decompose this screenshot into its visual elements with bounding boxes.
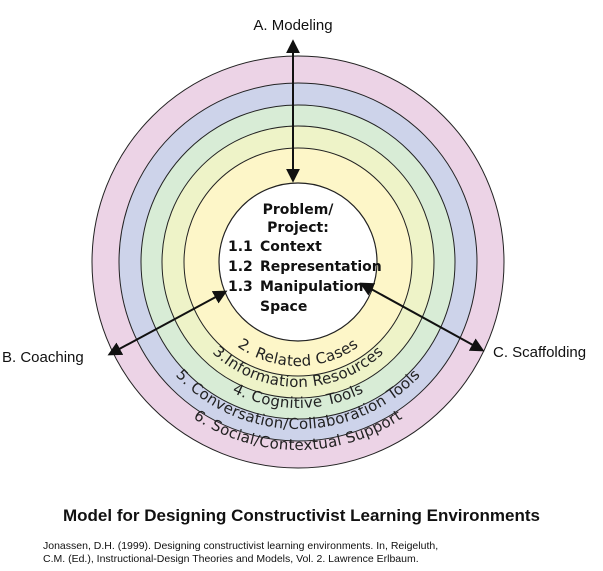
label-coaching: B. Coaching: [2, 349, 84, 366]
center-item-manipulation: Manipulation: [260, 279, 363, 295]
center-line-space: Space: [260, 299, 307, 315]
center-item-num-manipulation: 1.3: [228, 279, 253, 295]
label-scaffolding: C. Scaffolding: [493, 344, 586, 361]
center-item-context: Context: [260, 239, 322, 255]
center-item-representation: Representation: [260, 259, 382, 275]
citation-line-2: C.M. (Ed.), Instructional-Design Theorie…: [43, 553, 419, 565]
center-line-project: Project:: [267, 220, 329, 236]
constructivist-model-diagram: 2. Related Cases 3.Information Resources…: [2, 17, 586, 469]
coaching-arrow: [107, 290, 228, 356]
figure-title: Model for Designing Constructivist Learn…: [63, 506, 540, 525]
label-modeling: A. Modeling: [253, 17, 332, 34]
center-line-problem: Problem/: [263, 202, 335, 218]
center-circle-problem-project: [218, 182, 378, 342]
scaffolding-arrow: [359, 282, 485, 352]
center-item-num-context: 1.1: [228, 239, 253, 255]
center-item-num-representation: 1.2: [228, 259, 253, 275]
citation-line-1: Jonassen, D.H. (1999). Designing constru…: [43, 540, 439, 552]
citation: Jonassen, D.H. (1999). Designing constru…: [43, 540, 583, 566]
